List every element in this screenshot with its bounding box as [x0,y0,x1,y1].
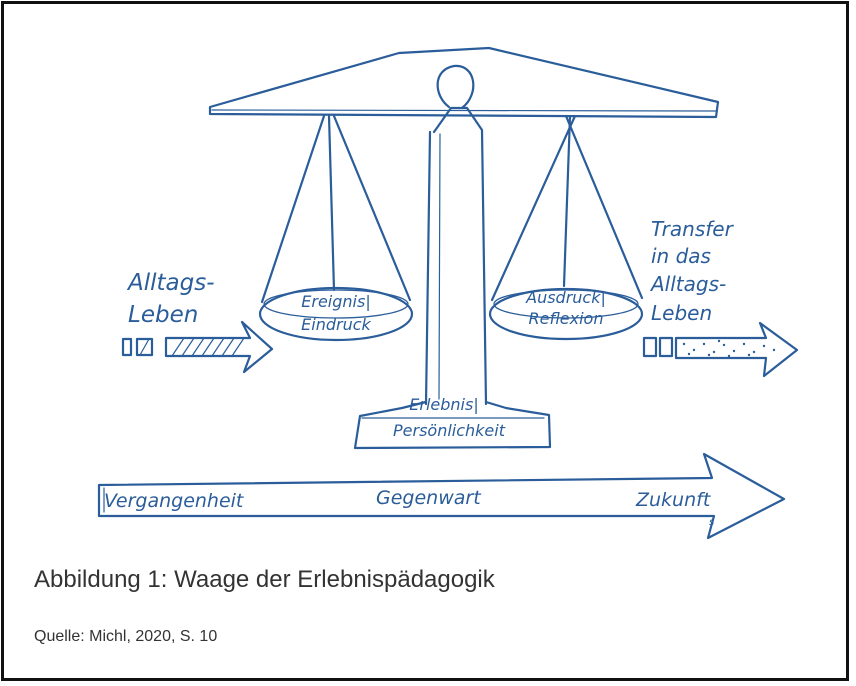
timeline-present: Gegenwart [376,487,482,509]
timeline-future: Zukunft [635,489,712,511]
base-label-line1: Erlebnis| [409,395,478,414]
right-output-label-line4: Leben [651,301,712,325]
left-input-arrow [121,320,274,374]
base-label-line2: Persönlichkeit [393,421,506,440]
timeline-arrow [97,452,786,540]
right-pan-strings [490,114,644,302]
left-input-label-line2: Leben [128,302,198,328]
scale-beam [208,46,720,119]
scale-base [353,400,552,450]
left-pan-strings [260,114,412,304]
right-output-arrow [642,321,799,378]
scale-post [424,106,488,406]
left-pan-label-line1: Ereignis| [301,292,370,311]
figure-caption: Abbildung 1: Waage der Erlebnispädagogik [34,566,495,593]
balance-scale-diagram: Alltags- Leben Ereignis| Eindruck Ausdru… [97,46,799,540]
right-pan-label-line2: Reflexion [529,309,604,328]
signature: s [709,517,714,528]
figure-source: Quelle: Michl, 2020, S. 10 [34,628,218,645]
left-pan-label-line2: Eindruck [301,315,371,334]
right-pan [488,287,644,341]
right-pan-label-line1: Ausdruck| [525,288,606,307]
timeline-past: Vergangenheit [104,490,245,512]
left-pan [258,286,414,342]
left-input-label-line1: Alltags- [126,270,215,296]
scale-top-loop [436,64,475,110]
right-output-label-line1: Transfer [651,217,735,241]
right-output-label-line3: Alltags- [649,272,726,296]
right-output-label-line2: in das [651,244,711,268]
